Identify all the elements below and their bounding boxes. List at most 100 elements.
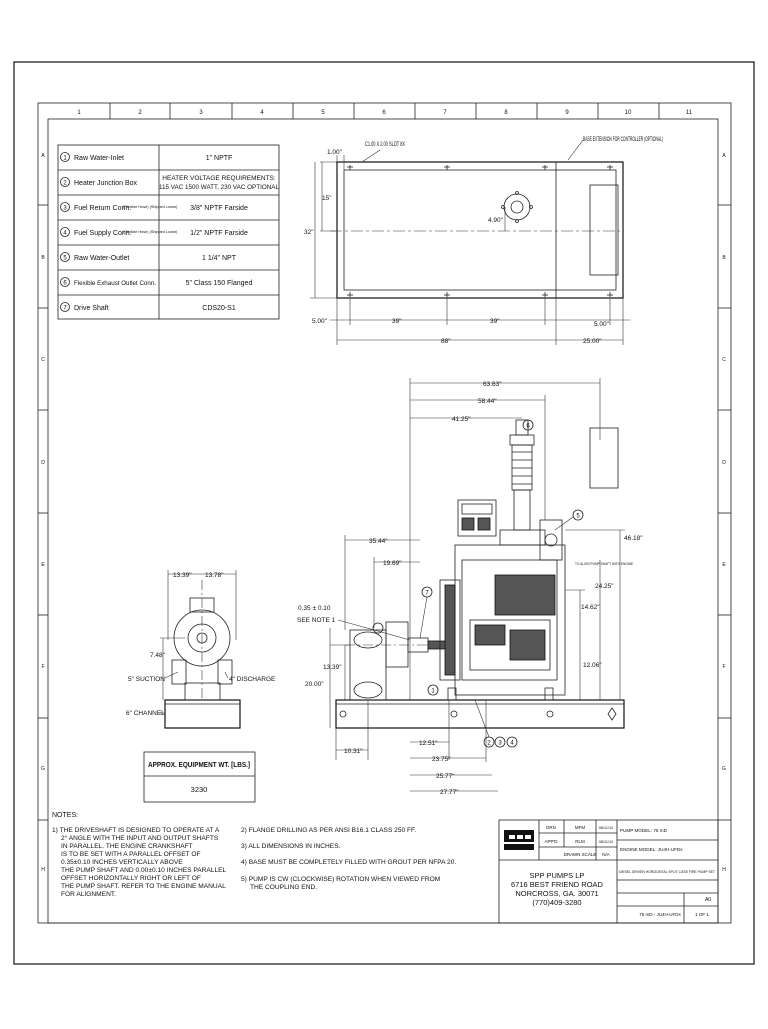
note-line: 5) PUMP IS CW (CLOCKWISE) ROTATION WHEN … bbox=[241, 876, 440, 883]
side-elevation: 6 5 7 1 2 3 4 TO ALIGN PUMP SHAFT WITH E… bbox=[297, 378, 643, 796]
sheet-border bbox=[13, 61, 755, 965]
sheet-number: 1 OF 1 bbox=[695, 912, 709, 917]
svg-text:MFM: MFM bbox=[575, 825, 585, 830]
note-line: 2) FLANGE DRILLING AS PER ANSI B16.1 CLA… bbox=[241, 827, 416, 834]
callout-1-icon bbox=[427, 684, 439, 696]
dim-label: 13.39" bbox=[173, 572, 192, 579]
weight-value: 3230 bbox=[191, 785, 208, 794]
col-label: 1 bbox=[77, 110, 81, 116]
end-view: 13.39" 13.78" 7.48" 5" SUCTION 4" DISCHA… bbox=[126, 570, 276, 729]
conn-value: 5" Class 150 Flanged bbox=[186, 280, 253, 287]
spp-logo bbox=[504, 830, 534, 850]
callout-7-icon bbox=[60, 302, 70, 312]
notes: NOTES: 1) THE DRIVESHAFT IS DESIGNED TO … bbox=[52, 812, 456, 898]
col-label: 3 bbox=[199, 110, 203, 116]
col-label: 11 bbox=[686, 110, 693, 116]
note-line: OFFSET HORIZONTALLY RIGHT OR LEFT OF bbox=[61, 875, 201, 882]
row-label: D bbox=[41, 460, 45, 466]
callout-3-icon bbox=[60, 202, 70, 212]
svg-text:08/11/12: 08/11/12 bbox=[599, 840, 614, 844]
callout-1-icon bbox=[60, 152, 70, 162]
dim-label: 27.77" bbox=[440, 789, 459, 796]
frame-outer bbox=[37, 102, 732, 924]
dim-label: 15" bbox=[322, 195, 332, 202]
svg-text:APP'D: APP'D bbox=[544, 839, 558, 844]
row-label: D bbox=[722, 460, 726, 466]
note-line: 1) THE DRIVESHAFT IS DESIGNED TO OPERATE… bbox=[52, 827, 220, 834]
row-label: E bbox=[41, 562, 45, 568]
dim-label: 39" bbox=[490, 318, 500, 325]
company-addr2: NORCROSS, GA. 30071 bbox=[515, 889, 598, 898]
drawing-number: 75 mD - JU4H-UFDs bbox=[639, 912, 681, 917]
callout-4-icon bbox=[60, 227, 70, 237]
callout-6-icon bbox=[522, 419, 534, 431]
svg-text:RLM: RLM bbox=[575, 839, 585, 844]
see-note: SEE NOTE 1 bbox=[297, 617, 336, 624]
conn-value: CDS20-S1 bbox=[202, 305, 236, 312]
svg-text:5: 5 bbox=[576, 514, 580, 520]
connections-table: 1 Raw Water-Inlet 1" NPTF 2 Heater Junct… bbox=[57, 144, 280, 320]
svg-text:3: 3 bbox=[498, 741, 502, 747]
row-grid: A A B B C C D D E E F F G G H H bbox=[38, 153, 731, 873]
svg-text:2: 2 bbox=[63, 181, 67, 187]
slot-label: C1.00 X 2.00 SLOT 8X bbox=[365, 141, 405, 148]
conn-note: (Flexible Hose) (Shipped Loose) bbox=[123, 205, 178, 209]
conn-name: Flexible Exhaust Outlet Conn. bbox=[74, 280, 156, 287]
svg-text:2: 2 bbox=[487, 741, 491, 747]
callout-5-icon bbox=[572, 509, 584, 521]
coupling-note: 0.35 ± 0.10 bbox=[298, 605, 331, 612]
suction-label: 5" SUCTION bbox=[128, 676, 165, 683]
row-label: C bbox=[41, 357, 45, 363]
note-line: THE COUPLING END. bbox=[250, 884, 317, 891]
col-label: 2 bbox=[138, 110, 142, 116]
col-label: 4 bbox=[260, 110, 264, 116]
dim-label: 13.78" bbox=[205, 572, 224, 579]
conn-value: 3/8" NPTF Farside bbox=[190, 205, 248, 212]
weight-title: APPROX. EQUIPMENT WT. [LBS.] bbox=[148, 760, 250, 769]
note-line: THE PUMP SHAFT AND 0.00±0.10 INCHES PARA… bbox=[61, 867, 227, 874]
dim-label: 41.25" bbox=[452, 416, 471, 423]
weight-box: APPROX. EQUIPMENT WT. [LBS.] 3230 bbox=[143, 751, 256, 803]
conn-name: Fuel Return Conn. bbox=[74, 205, 131, 212]
dim-label: 1.00" bbox=[327, 149, 343, 156]
pump-label: TO ALIGN PUMP SHAFT WITH ENGINE bbox=[575, 562, 633, 566]
svg-text:1: 1 bbox=[431, 689, 435, 695]
dim-label: 14.62" bbox=[581, 604, 600, 611]
conn-value: 1" NPTF bbox=[206, 155, 233, 162]
callout-6-icon bbox=[60, 277, 70, 287]
conn-name: Heater Junction Box bbox=[74, 180, 138, 187]
svg-text:1: 1 bbox=[63, 156, 67, 162]
dim-label: 58.44" bbox=[478, 398, 497, 405]
conn-value: 1/2" NPTF Farside bbox=[190, 230, 248, 237]
dim-label: 24.25" bbox=[595, 583, 614, 590]
base-ext-label: BASE EXTENSION FOR CONTROLLER (OPTIONAL) bbox=[583, 136, 663, 143]
company-phone: (770)409-3280 bbox=[532, 898, 581, 907]
revision: A0 bbox=[705, 897, 711, 903]
conn-value: 1 1/4" NPT bbox=[202, 255, 237, 262]
dim-label: 10.31" bbox=[344, 748, 363, 755]
dim-label: 25.00" bbox=[583, 338, 602, 345]
conn-name: Raw Water-Outlet bbox=[74, 255, 129, 262]
conn-value: HEATER VOLTAGE REQUIREMENTS: bbox=[162, 175, 276, 182]
dim-label: 32" bbox=[304, 229, 314, 236]
dim-label: 63.63" bbox=[483, 381, 502, 388]
note-line: 4) BASE MUST BE COMPLETELY FILLED WITH G… bbox=[241, 859, 456, 866]
col-label: 9 bbox=[565, 110, 569, 116]
dim-label: 25.77" bbox=[436, 773, 455, 780]
svg-text:DRAWN SCALE: DRAWN SCALE bbox=[564, 852, 597, 857]
row-label: H bbox=[41, 867, 45, 873]
row-label: A bbox=[41, 153, 45, 159]
note-line: 3) ALL DIMENSIONS IN INCHES. bbox=[241, 843, 341, 850]
note-line: 2° ANGLE WITH THE INPUT AND OUTPUT SHAFT… bbox=[61, 834, 219, 842]
conn-note: (Flexible Hose) (Shipped Loose) bbox=[123, 230, 178, 234]
row-label: B bbox=[41, 255, 45, 261]
svg-text:3: 3 bbox=[63, 206, 67, 212]
col-label: 6 bbox=[382, 110, 386, 116]
svg-text:5: 5 bbox=[63, 256, 67, 262]
row-label: H bbox=[722, 867, 726, 873]
svg-text:6: 6 bbox=[526, 424, 530, 430]
discharge-label: 4" DISCHARGE bbox=[229, 676, 276, 683]
frame-inner bbox=[47, 118, 719, 924]
row-label: G bbox=[722, 766, 726, 772]
pump-model: PUMP MODEL: 75 mD bbox=[620, 828, 668, 833]
